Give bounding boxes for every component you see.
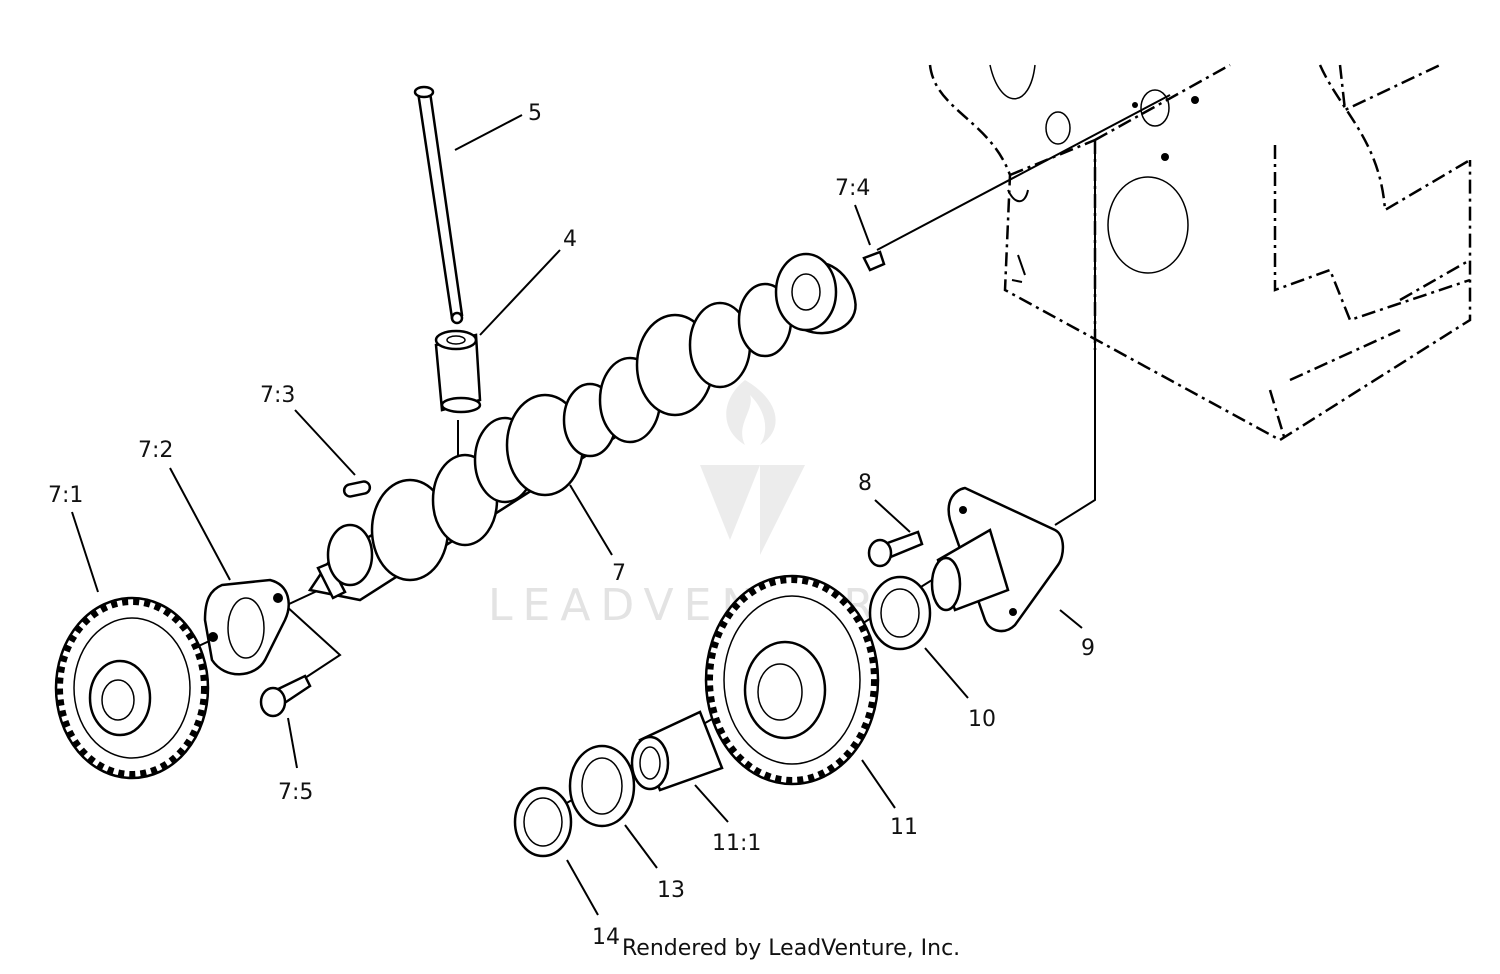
label-7-2: 7:2 [138,438,173,463]
watermark-logo-icon [700,465,805,555]
label-7-5: 7:5 [278,780,313,805]
label-7: 7 [612,561,626,586]
label-8: 8 [858,471,872,496]
label-5: 5 [528,101,542,126]
leader-lines [71,114,1083,916]
cam-follower [434,329,482,414]
thrust-washer-13 [568,744,636,828]
camshaft-gear [54,596,210,780]
push-rod [413,85,464,325]
watermark-flame-icon [726,380,776,445]
label-7-1: 7:1 [48,483,83,508]
label-14: 14 [592,925,620,950]
engine-block [928,63,1472,442]
label-9: 9 [1081,636,1095,661]
cap-screw-7-5 [259,674,312,718]
callout-labels: 5 4 7:4 7:3 7:2 7:1 7 8 9 10 7:5 11 11:1… [48,101,1095,950]
bushing [630,710,724,792]
snap-ring [513,786,573,858]
idler-shaft [930,486,1065,633]
footer-credit: Rendered by LeadVenture, Inc. [622,936,960,961]
label-11: 11 [890,815,918,840]
camshaft [307,252,857,602]
label-11-1: 11:1 [712,831,761,856]
label-4: 4 [563,227,577,252]
thrust-plate [203,578,290,676]
label-13: 13 [657,878,685,903]
label-10: 10 [968,707,996,732]
woodruff-key [342,480,372,498]
thrust-washer-10 [868,575,932,651]
label-7-3: 7:3 [260,383,295,408]
label-7-4: 7:4 [835,176,870,201]
camshaft-plug [862,250,886,272]
cap-screw-8 [867,530,924,568]
idler-gear [704,574,880,786]
assembly-lines [189,94,1171,831]
